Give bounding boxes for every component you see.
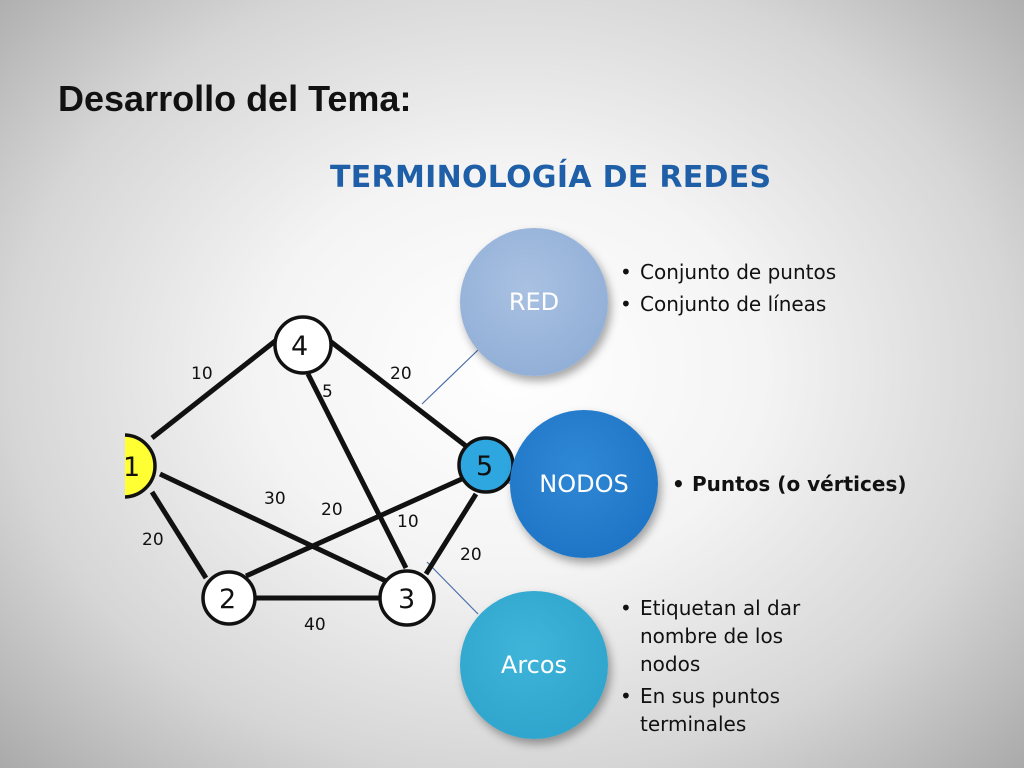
bullet-item: Puntos (o vértices) [670,470,910,498]
bullet-item: Etiquetan al dar nombre de los nodos [618,594,828,678]
edge-2-5 [244,475,466,579]
weight-4-3: 5 [322,382,333,402]
edge-5-3 [423,492,479,576]
bullet-list-arcos: Etiquetan al dar nombre de los nodos En … [618,594,828,742]
bullet-item: Conjunto de puntos [618,258,838,286]
concept-bubble-arcos: Arcos [460,591,608,739]
edge-1-2 [149,490,209,580]
concept-label-nodos: NODOS [539,470,629,498]
node-4: 4 [273,315,333,375]
node-2-label: 2 [219,584,236,615]
node-3-circle [378,569,436,627]
node-2-circle [201,570,257,626]
node-4-label: 4 [291,331,308,362]
node-1-label: 1 [123,452,140,483]
weight-5-3: 20 [460,545,482,565]
page-heading: Desarrollo del Tema: [58,78,412,119]
weight-2-3: 40 [304,615,326,635]
connector-arcos [426,561,479,615]
bullet-list-red: Conjunto de puntos Conjunto de líneas [618,258,838,322]
edge-1-4 [150,336,281,440]
node-1: 1 [123,433,157,499]
weight-1-2: 20 [142,530,164,550]
edge-4-5 [324,336,468,448]
edge-4-3 [305,372,409,570]
edge-1-3 [158,471,390,585]
bullet-item: Conjunto de líneas [618,290,838,318]
concept-label-arcos: Arcos [500,651,568,679]
bullet-item: En sus puntos terminales [618,682,828,738]
node-4-circle [273,315,333,375]
weight-4-5: 20 [390,364,412,384]
weight-1-4: 10 [191,364,213,384]
node-5-label: 5 [476,451,493,482]
weight-extra: 10 [397,512,419,532]
weight-2-5: 20 [321,500,343,520]
connector-red [421,349,479,405]
node-1-circle [125,433,157,499]
node-3-label: 3 [398,584,415,615]
weight-1-3: 30 [264,489,286,509]
subtitle: TERMINOLOGÍA DE REDES [330,160,772,195]
node-5: 5 [457,436,515,494]
concept-bubble-red: RED [460,228,608,376]
concept-label-red: RED [508,288,560,316]
node-3: 3 [378,569,436,627]
bullet-list-nodos: Puntos (o vértices) [670,470,910,502]
concept-bubble-nodos: NODOS [510,410,658,558]
node-2: 2 [201,570,257,626]
